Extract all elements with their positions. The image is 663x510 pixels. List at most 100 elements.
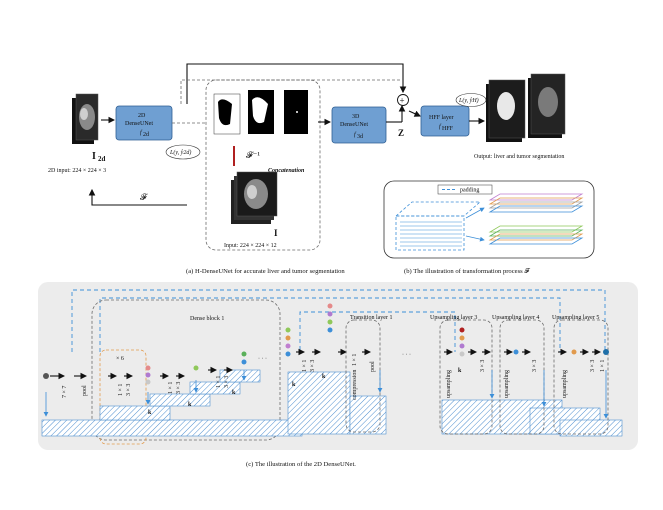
conv3-label-d: 3 × 3 — [310, 360, 316, 372]
plus-sign: + — [400, 96, 405, 106]
stem-ops — [43, 372, 88, 380]
probability-maps — [213, 90, 308, 135]
finv-label: 𝓕⁻¹ — [246, 150, 260, 160]
dense-layers — [108, 351, 247, 385]
loss-2d-label: L(y, ŷ2d) — [169, 149, 191, 156]
k-label-4: k — [292, 382, 296, 388]
output-label: Output: liver and tumor segmentation — [474, 154, 564, 160]
slice-stack-top — [488, 193, 584, 213]
arrow-b-top — [465, 207, 485, 219]
z-label: Z — [398, 128, 404, 138]
transition-label: Transition layer 1 — [350, 315, 392, 321]
k-label-6: k — [458, 368, 462, 374]
panel-b: padding (b) The illustra — [383, 180, 595, 275]
pool-label-1: pool — [82, 385, 88, 396]
dense-block-region — [91, 299, 281, 441]
skip-dash-1 — [71, 289, 606, 352]
k-label-5: k — [322, 374, 326, 380]
concatenation-label: Concatenation — [268, 168, 305, 174]
f-arrow — [88, 188, 187, 206]
skip-line-top — [186, 63, 407, 104]
dense2d-box: 2D DenseUNet f 2d — [115, 105, 173, 141]
upsampling-4-region — [499, 319, 545, 435]
panel-a-caption: (a) H-DenseUNet for accurate liver and t… — [186, 268, 345, 275]
input-label-sub: 2d — [98, 155, 106, 163]
conv1-label-a: 1 × 1 — [118, 384, 124, 396]
plus-node — [397, 94, 409, 106]
legend-box — [437, 184, 493, 195]
dense3d-name: DenseUNet — [340, 122, 368, 128]
dense3d-title: 3D — [352, 114, 360, 120]
f-label: 𝓕 — [140, 192, 149, 202]
upsampling-text-4: upsampling — [504, 370, 510, 398]
slice-stack-bottom — [488, 225, 584, 245]
k-label-3: k — [232, 390, 236, 396]
volume-label: I — [274, 228, 278, 238]
upsampling-text-3: upsampling — [446, 370, 452, 398]
upsampling-4-label: Upsampling layer 4 — [492, 315, 539, 321]
conv3-label-c: 3 × 3 — [224, 376, 230, 388]
dense3d-sub: 3d — [357, 134, 363, 140]
conv1-label-u5: 1 × 1 — [600, 360, 606, 372]
transition-ops — [285, 303, 372, 357]
pool-label-2: pool — [370, 361, 376, 372]
skip-dash-3 — [299, 311, 456, 352]
volume-size-label: Input: 224 × 224 × 12 — [224, 243, 277, 249]
arrow-b-bottom — [465, 235, 485, 242]
conv3-label-u4: 3 × 3 — [532, 360, 538, 372]
upsampling-3-label: Upsampling layer 3 — [430, 315, 477, 321]
output-slices — [486, 73, 566, 142]
loss-h-label: L(y, ŷH) — [458, 97, 479, 104]
upsampling-text-5: upsampling — [562, 370, 568, 398]
conv1-label-d: 1 × 1 — [302, 360, 308, 372]
compression-label: compression — [352, 370, 358, 400]
dense2d-name: DenseUNet — [125, 121, 153, 127]
ellipsis-2: · · · — [402, 352, 411, 358]
arrow-to-hff — [408, 110, 422, 117]
conv3-label-a: 3 × 3 — [126, 384, 132, 396]
hff-title: HFF layer — [429, 115, 454, 121]
hff-f: f — [439, 123, 442, 130]
dense3d-box: 3D DenseUNet f 3d — [331, 106, 387, 144]
conv1-label-b: 1 × 1 — [168, 382, 174, 394]
conv-7x7-label: 7 × 7 — [62, 386, 68, 398]
ct-volume-stack — [231, 171, 278, 224]
ellipsis-1: · · · — [258, 356, 267, 362]
input-size-label: 2D input: 224 × 224 × 3 — [48, 168, 106, 174]
skip-dash-2 — [99, 297, 561, 352]
panel-a: I 2d 2D input: 224 × 224 × 3 2D DenseUNe… — [48, 63, 566, 275]
repeat-label: × 6 — [116, 356, 124, 362]
conv1-label-t: 1 × 1 — [352, 354, 358, 366]
conv3-label-u3: 3 × 3 — [480, 360, 486, 372]
conv3-label-u5: 3 × 3 — [590, 360, 596, 372]
panel-b-caption: (b) The illustration of transformation p… — [404, 268, 530, 275]
dotted-skip — [180, 79, 400, 104]
dense3d-f: f — [354, 131, 357, 138]
input-label: I — [92, 151, 96, 162]
loss-2d-ellipse — [165, 144, 201, 160]
finv-region — [205, 79, 321, 251]
dense-block-label: Dense block 1 — [190, 316, 224, 322]
hff-sub: HFF — [442, 126, 454, 132]
k-label-1: k — [148, 410, 152, 416]
down-arrows — [43, 370, 609, 419]
conv1-label-c: 1 × 1 — [216, 376, 222, 388]
transition-region — [345, 319, 381, 433]
padded-volume — [394, 201, 482, 251]
hff-box: HFF layer f HFF — [420, 105, 470, 137]
dense2d-sub: 2d — [143, 132, 149, 138]
panel-c-caption: (c) The illustration of the 2D DenseUNet… — [246, 461, 356, 468]
dense2d-title: 2D — [138, 113, 146, 119]
upsampling-5-label: Upsampling layer 5 — [552, 315, 599, 321]
input-node — [43, 373, 49, 379]
repeat-region — [99, 349, 147, 445]
k-label-2: k — [188, 402, 192, 408]
upsampling-ops — [444, 327, 609, 357]
conv3-label-b: 3 × 3 — [176, 382, 182, 394]
legend-label: padding — [460, 188, 479, 194]
panel-c: Dense block 1 × 6 k k k k k k — [38, 282, 638, 468]
upsampling-5-region — [553, 319, 609, 435]
dense2d-f: f — [140, 129, 143, 136]
ct-slice-2d-input — [72, 93, 99, 144]
